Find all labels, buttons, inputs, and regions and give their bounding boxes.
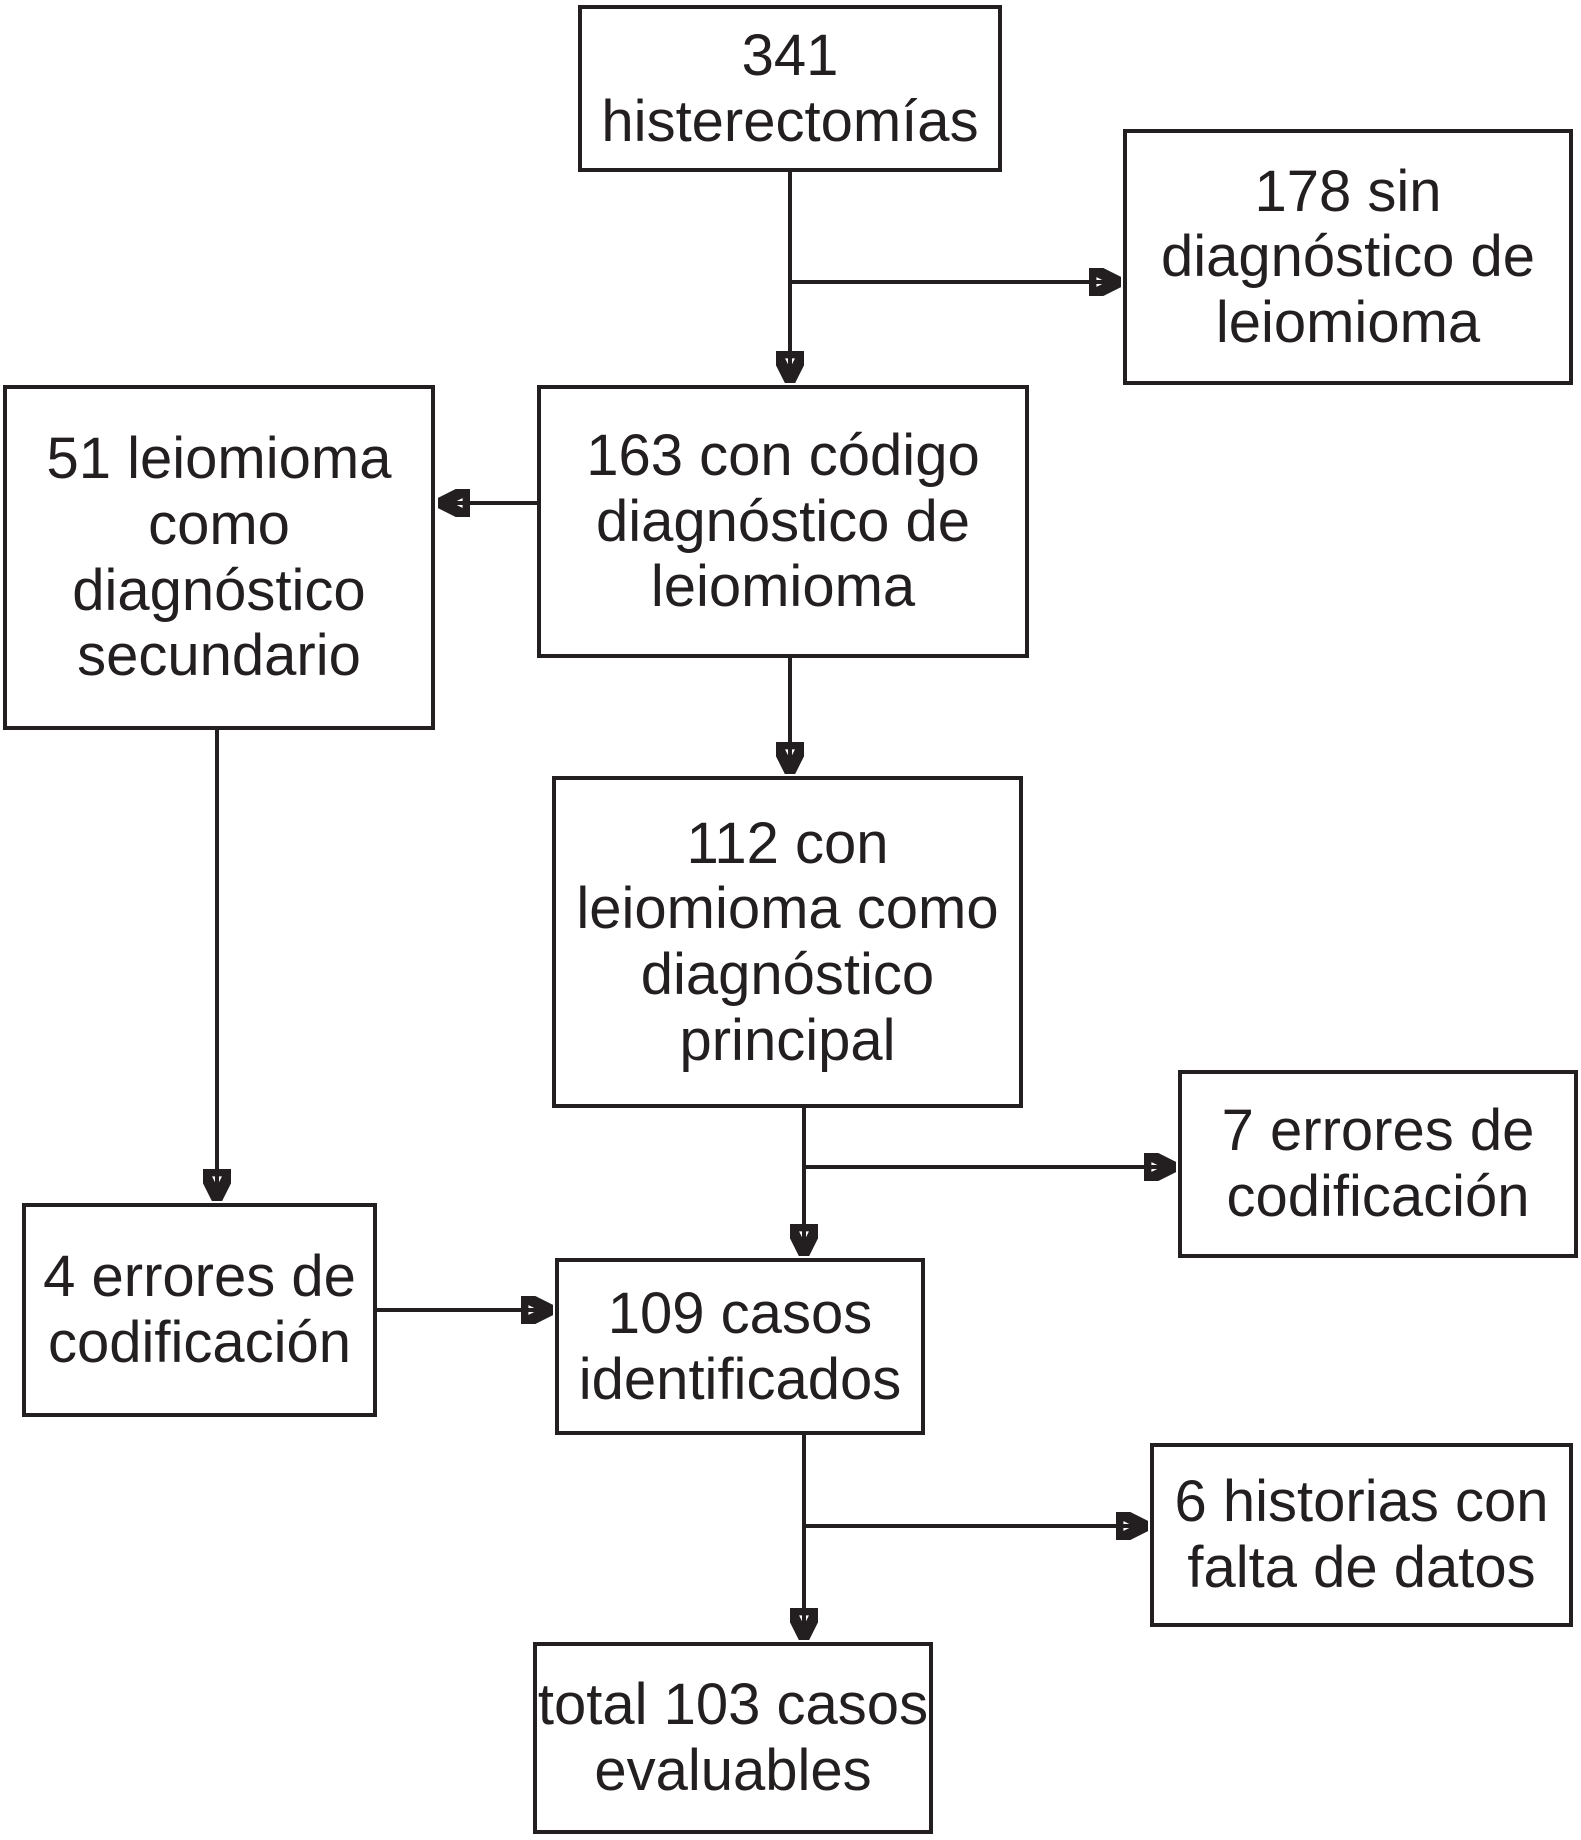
flow-node-4-errores-codificacion: 4 errores de codificación: [22, 1203, 377, 1417]
flow-node-51-diagnostico-secundario: 51 leiomioma como diagnóstico secundario: [3, 385, 435, 730]
flow-node-109-casos-identificados: 109 casos identificados: [555, 1258, 925, 1435]
flow-node-341-histerectomias: 341 histerectomías: [578, 5, 1002, 172]
flow-node-178-sin-diagnostico: 178 sin diagnóstico de leiomioma: [1123, 129, 1573, 385]
flow-node-total-103-evaluables: total 103 casos evaluables: [533, 1642, 933, 1834]
flow-node-6-historias-falta-datos: 6 historias con falta de datos: [1150, 1443, 1573, 1627]
flow-node-163-con-codigo: 163 con código diagnóstico de leiomioma: [537, 385, 1029, 658]
flow-node-112-diagnostico-principal: 112 con leiomioma como diagnóstico princ…: [552, 776, 1023, 1108]
flow-node-7-errores-codificacion: 7 errores de codificación: [1178, 1070, 1578, 1258]
